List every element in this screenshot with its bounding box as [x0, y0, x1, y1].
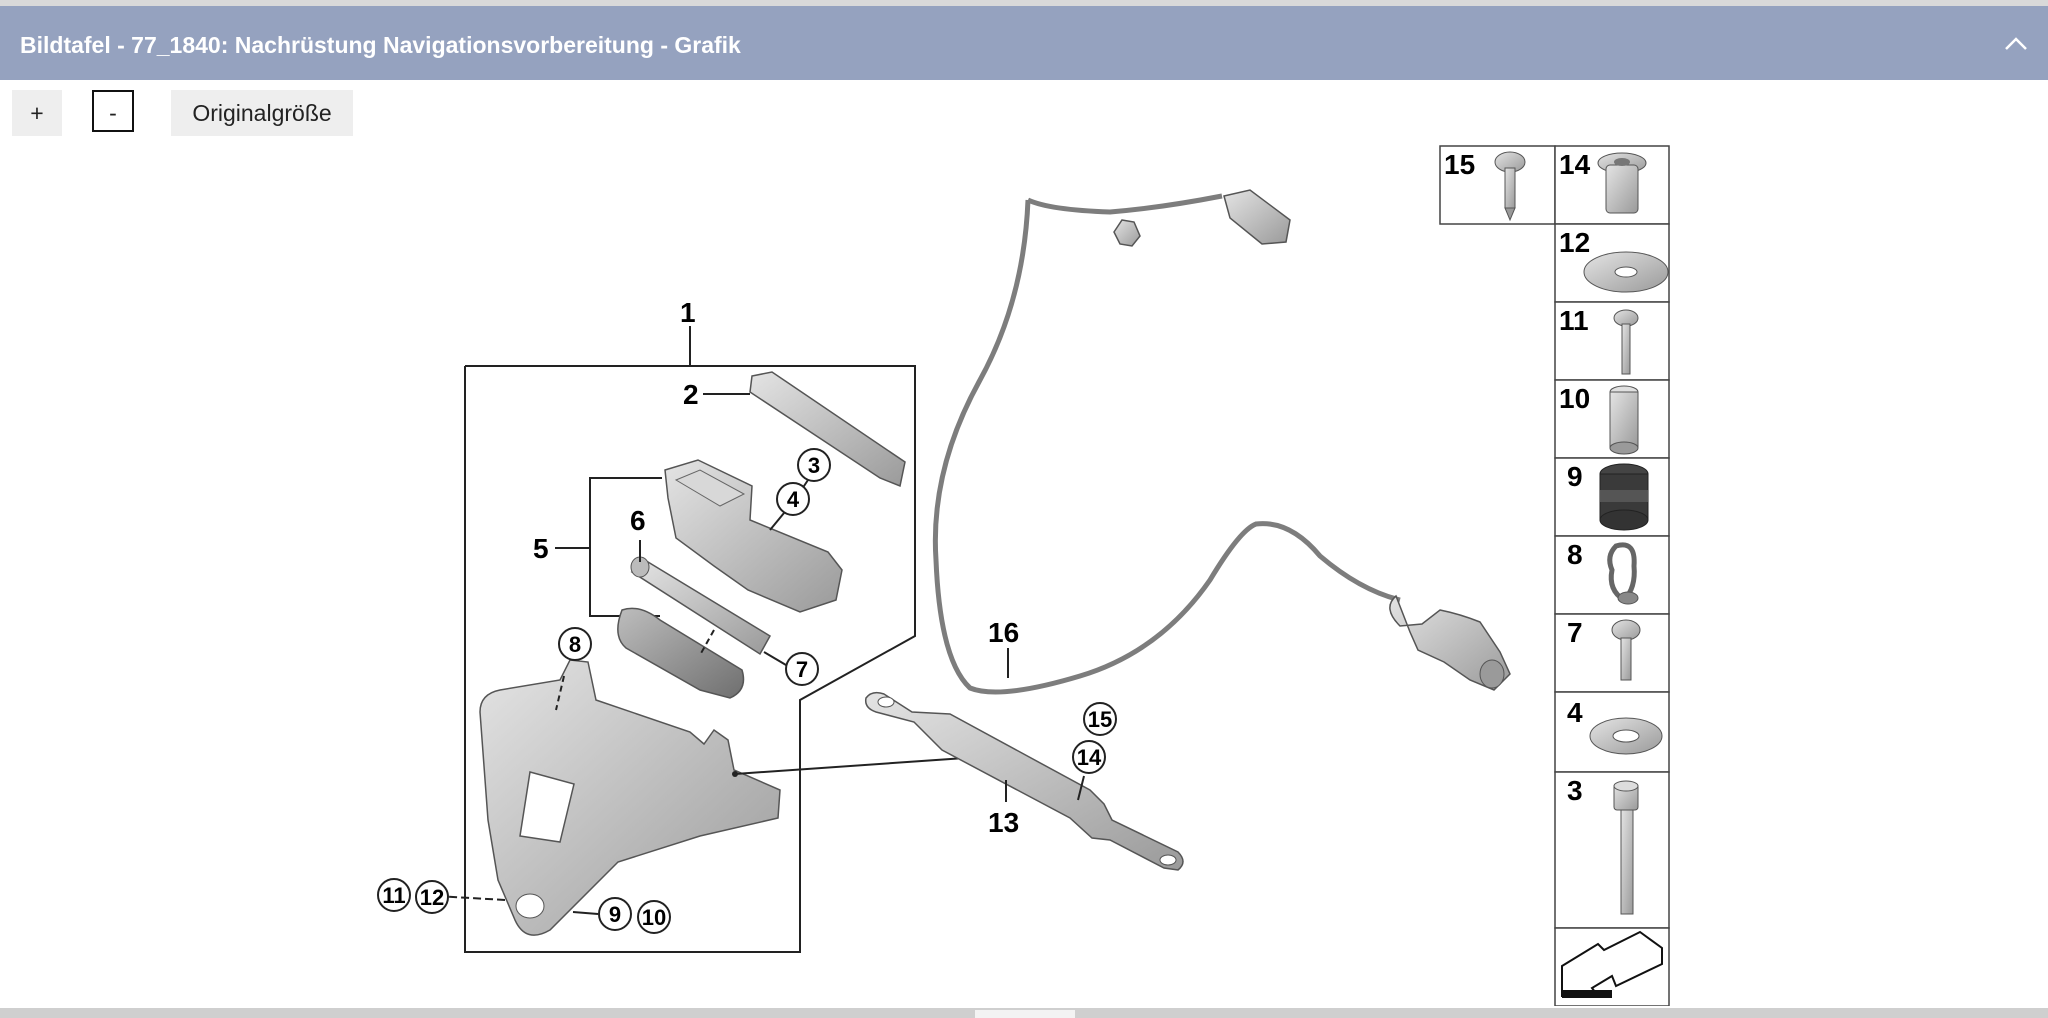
legend-4: 4 [1567, 697, 1583, 728]
legend-9: 9 [1567, 461, 1583, 492]
original-size-button[interactable]: Originalgröße [171, 90, 353, 136]
callout-7: 7 [796, 657, 808, 682]
chevron-up-icon[interactable] [1998, 26, 2034, 62]
callout-circle-8: 8 [558, 627, 592, 661]
callout-5: 5 [533, 533, 549, 564]
callout-1: 1 [680, 297, 696, 328]
legend-11: 11 [1559, 305, 1589, 336]
callout-11: 11 [382, 883, 405, 908]
callout-8: 8 [569, 632, 581, 657]
callout-circle-15: 15 [1083, 702, 1117, 736]
page-title: Bildtafel - 77_1840: Nachrüstung Navigat… [20, 32, 741, 58]
parts-diagram: 1 2 5 6 3 [377, 145, 1670, 1006]
top-border [0, 0, 2048, 6]
part-bracket [435, 659, 966, 936]
legend-3: 3 [1567, 775, 1583, 806]
callout-circle-4: 4 [776, 482, 810, 516]
panel-header: Bildtafel - 77_1840: Nachrüstung Navigat… [0, 6, 2048, 80]
callout-circle-7: 7 [785, 652, 819, 686]
part-13-bar: 13 [864, 691, 1184, 871]
parts-legend: 15 14 12 11 10 9 8 7 4 3 [1439, 145, 1670, 1006]
legend-14: 14 [1559, 149, 1591, 180]
callout-14: 14 [1077, 745, 1102, 770]
scrollbar-thumb[interactable] [975, 1010, 1075, 1018]
callout-12: 12 [420, 885, 444, 910]
part-shell [617, 607, 745, 699]
callout-3: 3 [808, 453, 820, 478]
callout-circle-14: 14 [1072, 740, 1106, 774]
callout-circle-11: 11 [377, 878, 411, 912]
callout-4: 4 [787, 487, 800, 512]
assembly-frame [464, 365, 916, 953]
legend-15: 15 [1444, 149, 1475, 180]
callout-9: 9 [609, 902, 621, 927]
legend-7: 7 [1567, 617, 1583, 648]
callout-10: 10 [642, 905, 666, 930]
callout-13: 13 [988, 807, 1019, 838]
zoom-out-button[interactable]: - [92, 90, 134, 132]
callout-circle-9: 9 [598, 897, 632, 931]
callout-6: 6 [630, 505, 646, 536]
callout-circle-10: 10 [637, 900, 671, 934]
zoom-in-button[interactable]: + [12, 90, 62, 136]
callout-circle-3: 3 [797, 448, 831, 482]
part-16-cable: 16 [932, 189, 1511, 695]
part-6-rod: 6 [630, 505, 772, 656]
callout-15: 15 [1088, 707, 1112, 732]
callout-circle-12: 12 [415, 880, 449, 914]
part-5-holder: 5 [533, 459, 843, 617]
legend-12: 12 [1559, 227, 1590, 258]
callout-16: 16 [988, 617, 1019, 648]
legend-8: 8 [1567, 539, 1583, 570]
part-2-plate: 2 [683, 371, 906, 488]
legend-10: 10 [1559, 383, 1590, 414]
callout-2: 2 [683, 379, 699, 410]
